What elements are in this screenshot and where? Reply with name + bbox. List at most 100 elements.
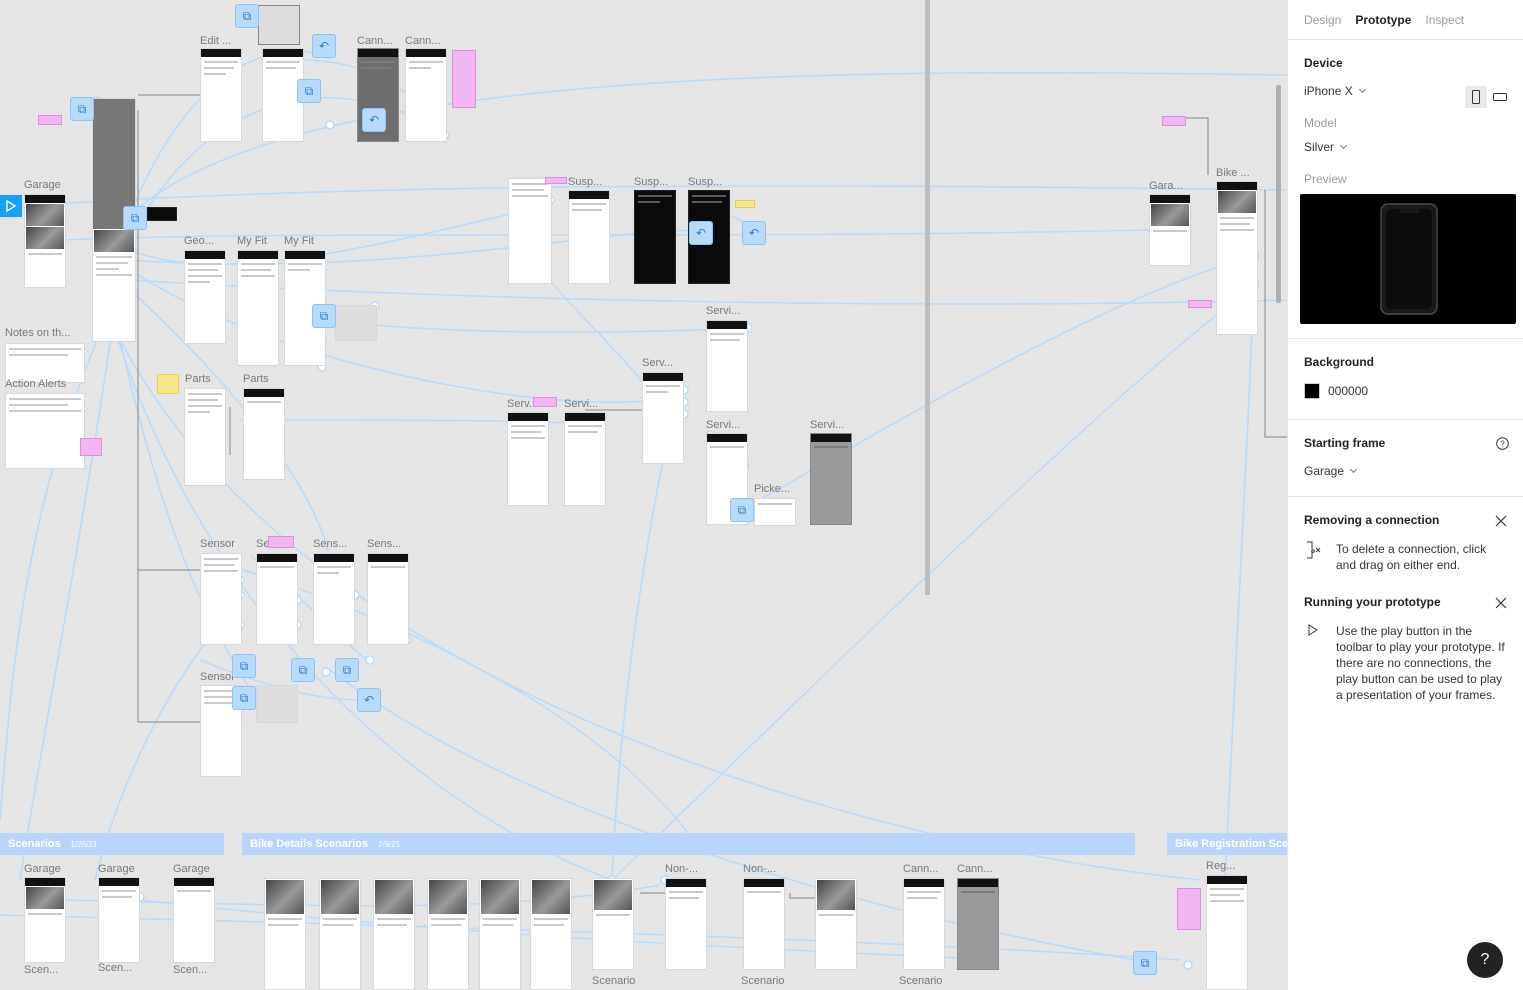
sticky-note[interactable] [80,438,102,456]
frame-thumbnail[interactable] [754,498,796,526]
sticky-note[interactable] [268,536,294,548]
frame-title[interactable]: Scenario [741,975,785,987]
overlay-icon[interactable]: ⧉ [123,206,147,230]
starting-frame-dropdown[interactable]: Garage [1304,464,1358,478]
frame-thumbnail[interactable] [264,878,306,990]
frame-thumbnail[interactable] [530,878,572,990]
frame-title[interactable]: Scenario [592,975,636,987]
frame-title[interactable]: Parts [243,373,269,385]
canvas-scrollbar[interactable] [1276,85,1281,303]
frame-thumbnail[interactable] [184,250,226,344]
landscape-icon[interactable] [1489,86,1511,108]
frame-thumbnail[interactable] [24,194,66,288]
starting-frame-flag[interactable] [0,195,22,217]
tab-design[interactable]: Design [1304,12,1342,27]
overlay-icon[interactable]: ⧉ [291,658,315,682]
frame-title[interactable]: Serv... [507,398,538,410]
frame-title[interactable]: Gara... [1149,180,1183,192]
back-arrow-icon[interactable]: ↶ [742,221,766,245]
frame-title[interactable]: Garage [24,179,61,191]
frame-thumbnail[interactable] [634,190,676,284]
frame-thumbnail[interactable] [184,388,226,486]
frame-title[interactable]: My Fit [237,235,267,247]
frame-title[interactable]: Non-... [743,863,777,875]
overlay-icon[interactable]: ⧉ [232,654,256,678]
sticky-note[interactable] [1162,116,1186,126]
frame-thumbnail[interactable] [642,372,684,464]
sticky-note[interactable] [735,200,755,208]
frame-thumbnail[interactable] [568,190,610,284]
tab-prototype[interactable]: Prototype [1355,12,1412,27]
keypad-overlay[interactable] [256,685,298,723]
frame-title[interactable]: Sensor [200,538,235,550]
frame-thumbnail[interactable] [810,433,852,525]
sticky-note[interactable] [157,374,179,394]
frame-title[interactable]: Servi... [706,419,741,431]
frame-title[interactable]: Garage [24,863,61,875]
frame-thumbnail[interactable] [903,878,945,970]
frame-thumbnail[interactable] [427,878,469,990]
overlay-icon[interactable]: ⧉ [235,4,259,28]
frame-thumbnail[interactable] [1206,875,1248,990]
overlay-icon[interactable]: ⧉ [335,658,359,682]
frame-title[interactable]: Action Alerts [5,378,67,390]
frame-thumbnail[interactable] [367,553,409,645]
frame-thumbnail[interactable] [592,878,634,970]
frame-thumbnail[interactable] [507,412,549,506]
frame-title[interactable]: Geo... [184,235,214,247]
frame-thumbnail[interactable] [957,878,999,970]
frame-thumbnail[interactable] [405,48,447,142]
frame-title[interactable]: Sensor [200,671,235,683]
sticky-note[interactable] [533,397,557,407]
frame-thumbnail[interactable] [243,388,285,480]
frame-title[interactable]: Non-... [665,863,699,875]
frame-title[interactable]: Cann... [405,35,441,47]
frame-title[interactable]: Servi... [706,305,741,317]
prototype-canvas[interactable]: Edit ... Edit ... Cann... Cann... Garage… [0,0,1287,990]
tab-inspect[interactable]: Inspect [1425,12,1465,27]
frame-thumbnail[interactable] [200,48,242,142]
frame-title[interactable]: Edit ... [200,35,232,47]
frame-title[interactable]: Servi... [564,398,599,410]
frame-title[interactable]: Scen... [24,964,59,976]
sticky-note[interactable] [545,177,567,184]
frame-thumbnail[interactable] [319,878,361,990]
frame-title[interactable]: My Fit [284,235,314,247]
frame-thumbnail[interactable] [743,878,785,970]
keypad-overlay[interactable] [335,305,377,341]
frame-title[interactable]: Scen... [98,962,133,974]
frame-title[interactable]: Susp... [634,176,669,188]
frame-thumbnail[interactable] [98,877,140,963]
back-arrow-icon[interactable]: ↶ [689,221,713,245]
frame-thumbnail[interactable] [5,343,85,383]
frame-thumbnail[interactable] [200,553,242,645]
tooltip-frame[interactable] [147,207,177,221]
overlay-icon[interactable]: ⧉ [1133,951,1157,975]
frame-thumbnail[interactable] [313,553,355,645]
overlay-icon[interactable]: ⧉ [232,686,256,710]
frame-title[interactable]: Notes on th... [5,327,71,339]
sticky-note[interactable] [1188,300,1212,308]
frame-title[interactable]: Picke... [754,483,791,495]
section-bike-registration[interactable]: Bike Registration Sce [1167,833,1287,855]
background-color-swatch[interactable] [1304,383,1320,399]
frame-thumbnail[interactable] [706,320,748,412]
overlay-icon[interactable]: ⧉ [297,79,321,103]
background-hex[interactable]: 000000 [1328,384,1369,398]
frame-title[interactable]: Garage [98,863,135,875]
frame-thumbnail[interactable] [564,412,606,506]
frame-title[interactable]: Parts [185,373,211,385]
frame-title[interactable]: Susp... [688,176,723,188]
frame-thumbnail[interactable] [256,553,298,645]
frame-title[interactable]: Garage [173,863,210,875]
frame-title[interactable]: Cann... [357,35,393,47]
sticky-note[interactable] [38,115,62,125]
overlay-icon[interactable]: ⧉ [312,304,336,328]
sticky-note[interactable] [452,50,476,108]
frame-title[interactable]: Bike ... [1216,167,1250,179]
frame-title[interactable]: Serv... [642,357,673,369]
frame-thumbnail[interactable] [665,878,707,970]
model-dropdown[interactable]: Silver [1304,140,1348,154]
